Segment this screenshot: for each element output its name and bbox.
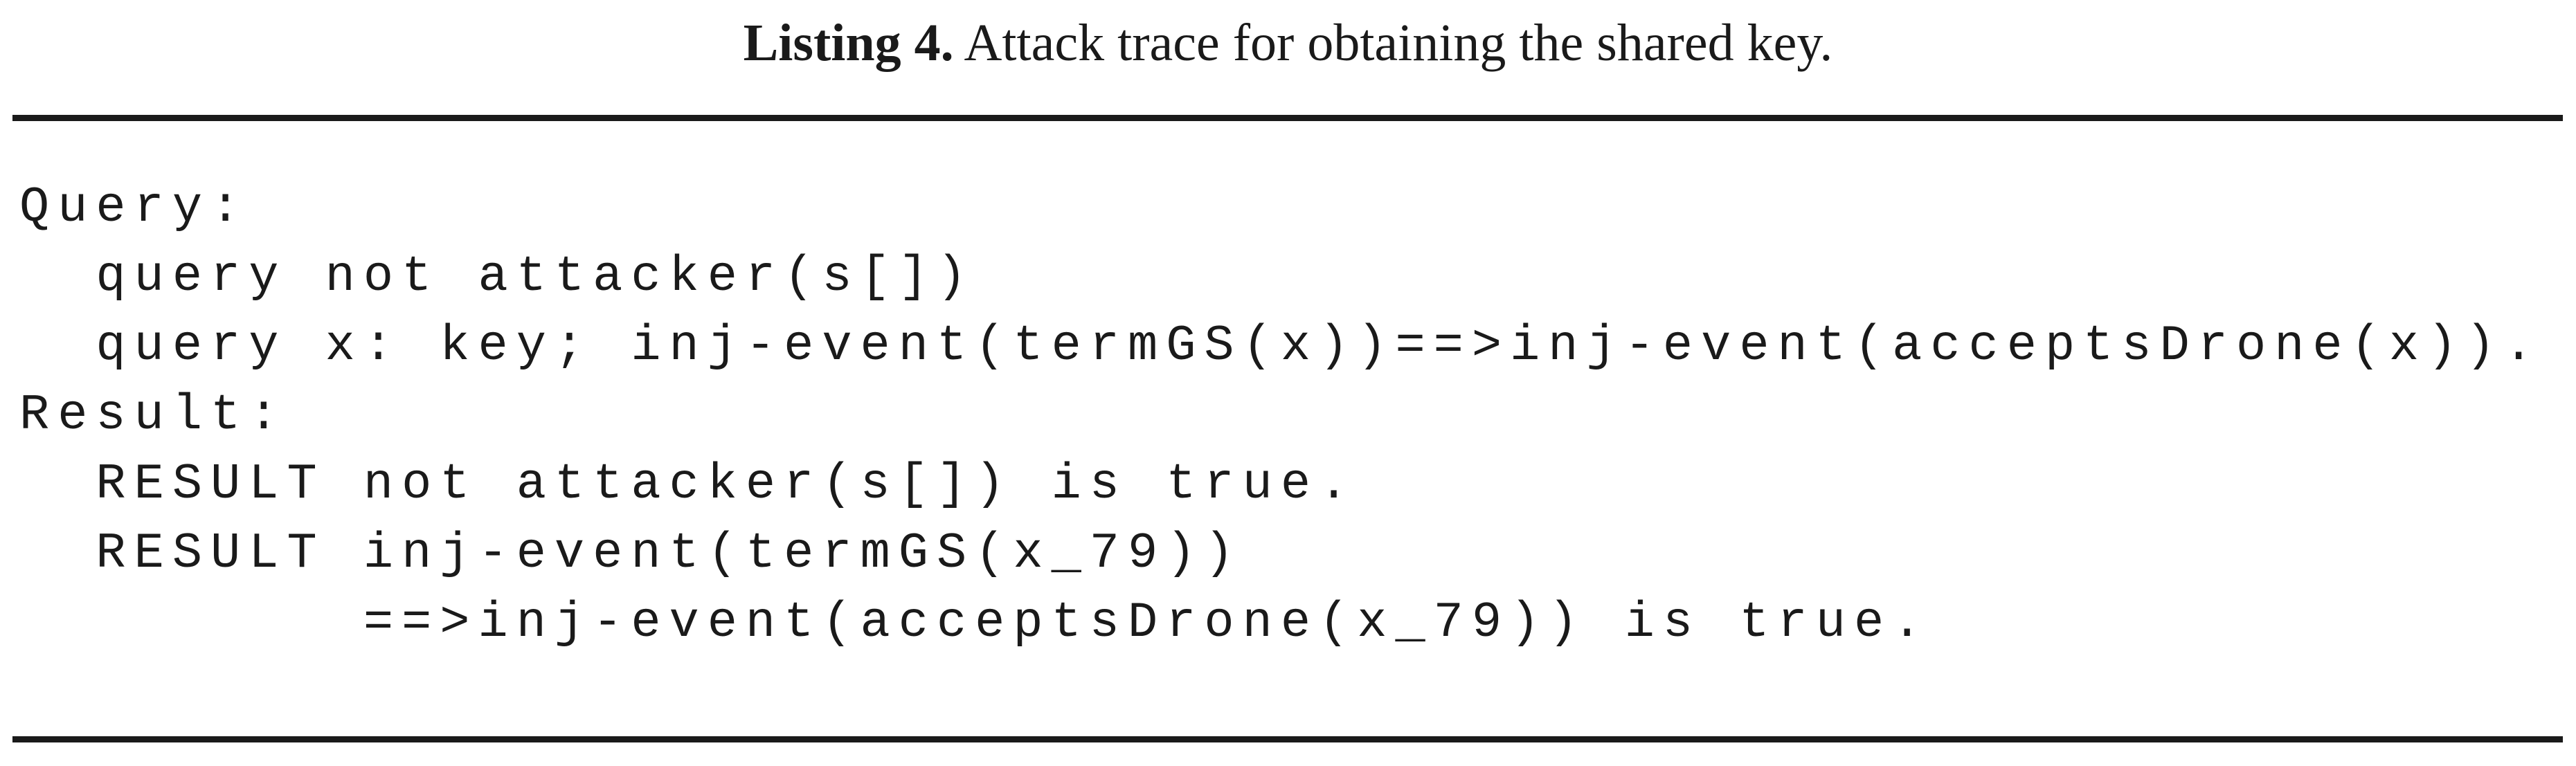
code-line-result-injective: RESULT inj-event(termGS(x_79)): [19, 525, 1243, 582]
listing-caption: Listing 4. Attack trace for obtaining th…: [0, 8, 2576, 77]
code-line-result-injective-cont: ==>inj-event(acceptsDrone(x_79)) is true…: [19, 594, 1931, 651]
code-line-result-header: Result:: [19, 387, 287, 444]
code-line-result-secrecy: RESULT not attacker(s[]) is true.: [19, 456, 1358, 513]
top-rule: [12, 115, 2563, 121]
code-listing: Query: query not attacker(s[]) query x: …: [19, 173, 2542, 657]
bottom-rule: [12, 736, 2563, 742]
code-line-query-injective: query x: key; inj-event(termGS(x))==>inj…: [19, 318, 2542, 374]
code-line-query-secrecy: query not attacker(s[]): [19, 248, 975, 305]
listing-caption-text: Attack trace for obtaining the shared ke…: [964, 14, 1833, 72]
code-line-query-header: Query:: [19, 179, 249, 236]
listing-label: Listing 4.: [743, 14, 954, 72]
